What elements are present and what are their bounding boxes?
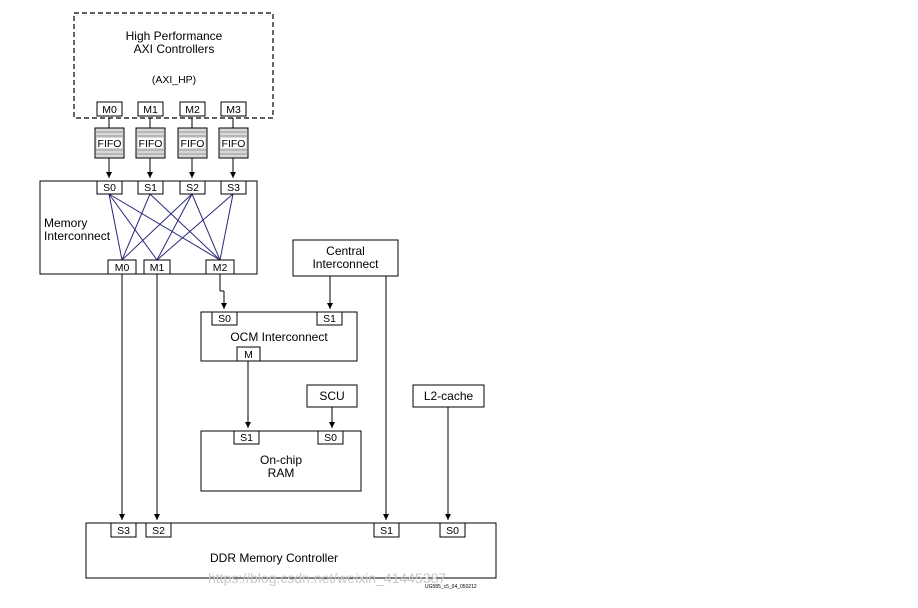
memory-interconnect-label-line2: Interconnect — [44, 229, 111, 243]
onchip-ram-label-line1: On-chip — [260, 453, 302, 467]
mi-s3-label: S3 — [227, 182, 240, 194]
memory-interconnect-block: Memory Interconnect S0 S1 S2 — [39, 180, 258, 275]
connections — [119, 274, 451, 520]
fifo-column-1: FIFO — [135, 118, 166, 178]
hp-port-m1-label: M1 — [143, 104, 158, 116]
hp-axi-controllers-block: High Performance AXI Controllers (AXI_HP… — [73, 12, 274, 119]
ram-slave-port-s0: S0 — [317, 430, 344, 445]
ddr-memory-controller-block: S3 S2 S1 S0 DDR Memory Controller — [85, 522, 497, 579]
mi-slave-port-s0: S0 — [96, 180, 123, 195]
central-interconnect-label-line2: Interconnect — [312, 257, 379, 271]
ram-s0-label: S0 — [324, 432, 337, 444]
ocm-s1-label: S1 — [323, 313, 336, 325]
ddr-s3-label: S3 — [117, 525, 130, 537]
scu-block: SCU — [306, 384, 358, 408]
ddr-label: DDR Memory Controller — [210, 551, 338, 565]
hp-port-m3-label: M3 — [226, 104, 241, 116]
ddr-slave-port-s2: S2 — [145, 522, 172, 538]
fifo-3-label: FIFO — [222, 138, 246, 150]
mi-m1-label: M1 — [150, 262, 165, 274]
hp-title-line1: High Performance — [126, 29, 223, 43]
ram-s1-label: S1 — [240, 432, 253, 444]
mi-master-port-m1: M1 — [143, 259, 171, 275]
mi-s0-label: S0 — [103, 182, 116, 194]
fifo-column-2: FIFO — [177, 118, 208, 178]
ram-slave-port-s1: S1 — [233, 430, 260, 445]
ddr-slave-port-s1: S1 — [373, 522, 400, 538]
hp-port-m0-label: M0 — [102, 104, 117, 116]
hp-port-m1: M1 — [137, 101, 164, 117]
hp-port-m2-label: M2 — [185, 104, 200, 116]
ddr-s1-label: S1 — [380, 525, 393, 537]
ocm-slave-port-s1: S1 — [316, 311, 343, 326]
ocm-s0-label: S0 — [218, 313, 231, 325]
scu-label: SCU — [319, 389, 344, 403]
watermark: https://blog.csdn.net/weixin_41445387 — [208, 570, 446, 586]
mi-m0-label: M0 — [115, 262, 130, 274]
figure-id: UG585_c5_04_050212 — [425, 584, 477, 590]
onchip-ram-block: S1 S0 On-chip RAM — [200, 430, 362, 492]
ocm-master-port-m: M — [236, 346, 261, 362]
mi-slave-port-s2: S2 — [179, 180, 206, 195]
memory-interconnect-label-line1: Memory — [44, 216, 87, 230]
fifo-1-label: FIFO — [139, 138, 163, 150]
fifo-column-3: FIFO — [218, 118, 249, 178]
central-interconnect-label-line1: Central — [326, 244, 365, 258]
mi-m2-label: M2 — [213, 262, 228, 274]
mi-s1-label: S1 — [144, 182, 157, 194]
fifo-2-label: FIFO — [181, 138, 205, 150]
mi-slave-port-s1: S1 — [137, 180, 164, 195]
ddr-s2-label: S2 — [152, 525, 165, 537]
hp-port-m3: M3 — [220, 101, 247, 117]
ddr-s0-label: S0 — [446, 525, 459, 537]
hp-title-line2: AXI Controllers — [134, 42, 215, 56]
mi-slave-port-s3: S3 — [220, 180, 247, 195]
onchip-ram-label-line2: RAM — [268, 466, 295, 480]
ocm-slave-port-s0: S0 — [211, 311, 238, 326]
crossbar-lines — [108, 193, 234, 261]
ddr-slave-port-s0: S0 — [439, 522, 466, 538]
fifo-column-0: FIFO — [94, 118, 125, 178]
hp-port-m2: M2 — [179, 101, 206, 117]
ocm-interconnect-label: OCM Interconnect — [230, 330, 328, 344]
fifo-0-label: FIFO — [98, 138, 122, 150]
mi-s2-label: S2 — [186, 182, 199, 194]
ocm-m-label: M — [244, 349, 253, 361]
hp-subtitle: (AXI_HP) — [152, 74, 196, 86]
mi-master-port-m0: M0 — [107, 259, 137, 275]
l2-cache-block: L2-cache — [412, 384, 485, 408]
mi-master-port-m2: M2 — [205, 259, 235, 275]
l2-cache-label: L2-cache — [424, 389, 474, 403]
central-interconnect-block: Central Interconnect — [292, 239, 399, 277]
ocm-interconnect-block: S0 S1 OCM Interconnect M — [200, 311, 358, 362]
hp-port-m0: M0 — [96, 101, 123, 117]
ddr-slave-port-s3: S3 — [110, 522, 137, 538]
